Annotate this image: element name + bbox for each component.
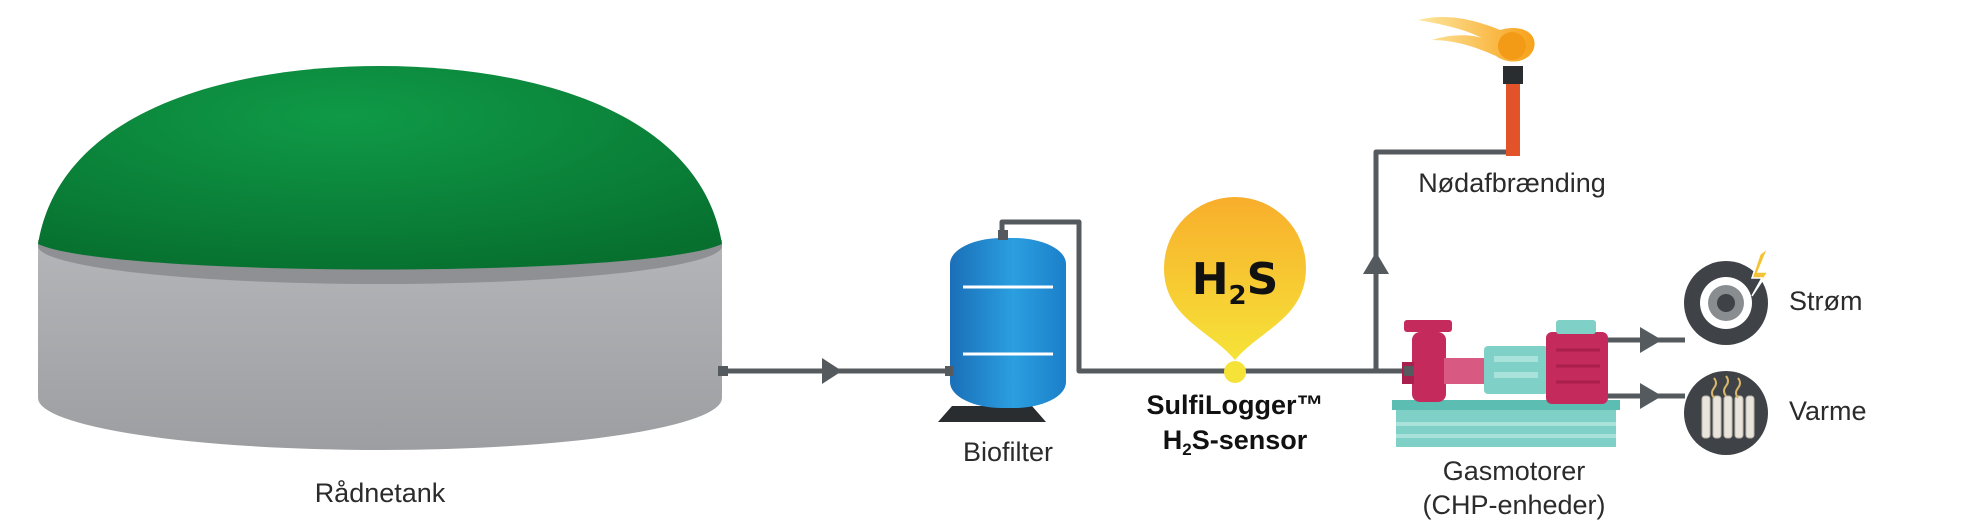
flow-arrow-right	[1640, 383, 1662, 409]
heat-label: Varme	[1789, 396, 1867, 426]
sensor-pin-shape	[1164, 197, 1306, 360]
sensor-type-label: H2S-sensor	[1163, 425, 1308, 459]
biofilter-inlet	[945, 366, 953, 376]
tank-label: Rådnetank	[315, 478, 446, 508]
heat-waves-icon	[1711, 375, 1741, 399]
engine-shaft	[1444, 358, 1486, 384]
pipe-biofilter-top	[999, 219, 1410, 374]
engine-inlet	[1404, 366, 1414, 376]
flare-label: Nødafbrænding	[1418, 168, 1606, 198]
generator-core	[1717, 294, 1735, 312]
engine-base	[1396, 407, 1616, 447]
engine-motor	[1546, 332, 1608, 404]
output-heat	[1684, 371, 1768, 455]
biofilter-stand	[938, 406, 1046, 422]
engine-base-stripe	[1396, 434, 1616, 438]
flare-cap	[1503, 66, 1523, 84]
flow-arrow-up	[1363, 252, 1389, 274]
radiator-icon	[1701, 395, 1755, 439]
lightning-icon	[1750, 245, 1770, 297]
flare-pipe	[1506, 78, 1520, 156]
labels: Rådnetank Biofilter SulfiLogger™ H2S-sen…	[315, 168, 1867, 520]
flow-arrows	[822, 252, 1662, 409]
engine-label-line1: Gasmotorer	[1443, 456, 1586, 486]
engine-base-top	[1392, 400, 1620, 410]
chp-engine	[1392, 320, 1620, 447]
flow-arrow-right	[822, 358, 842, 384]
engine-pump-volute	[1412, 332, 1446, 402]
biofilter-body	[950, 238, 1066, 408]
engine-coupling	[1484, 346, 1548, 394]
sensor-badge: H2S	[1192, 254, 1279, 311]
engine-label-line2: (CHP-enheder)	[1422, 490, 1605, 520]
engine-base-stripe	[1396, 422, 1616, 426]
tank-dome	[38, 66, 722, 270]
biofilter-top-cap	[998, 230, 1008, 240]
engine-motor-cover	[1556, 320, 1596, 334]
tank-wall	[38, 240, 722, 450]
sensor-name-label: SulfiLogger™	[1147, 390, 1324, 420]
h2s-sensor: H2S	[1164, 197, 1306, 383]
sensor-probe	[1224, 361, 1246, 383]
biofilter-label: Biofilter	[963, 437, 1053, 467]
biofilter	[938, 230, 1066, 422]
flow-arrow-right	[1640, 327, 1662, 353]
emergency-flare	[1418, 17, 1535, 156]
engine-coupling-detail	[1494, 356, 1538, 362]
power-label: Strøm	[1789, 286, 1863, 316]
flame-core	[1498, 32, 1526, 60]
tank-outlet	[718, 366, 728, 376]
digester-tank	[38, 66, 728, 450]
engine-coupling-detail	[1494, 372, 1538, 378]
engine-pump-flange	[1404, 320, 1452, 332]
pipe-to-flare	[1373, 149, 1512, 371]
output-power	[1684, 245, 1770, 345]
